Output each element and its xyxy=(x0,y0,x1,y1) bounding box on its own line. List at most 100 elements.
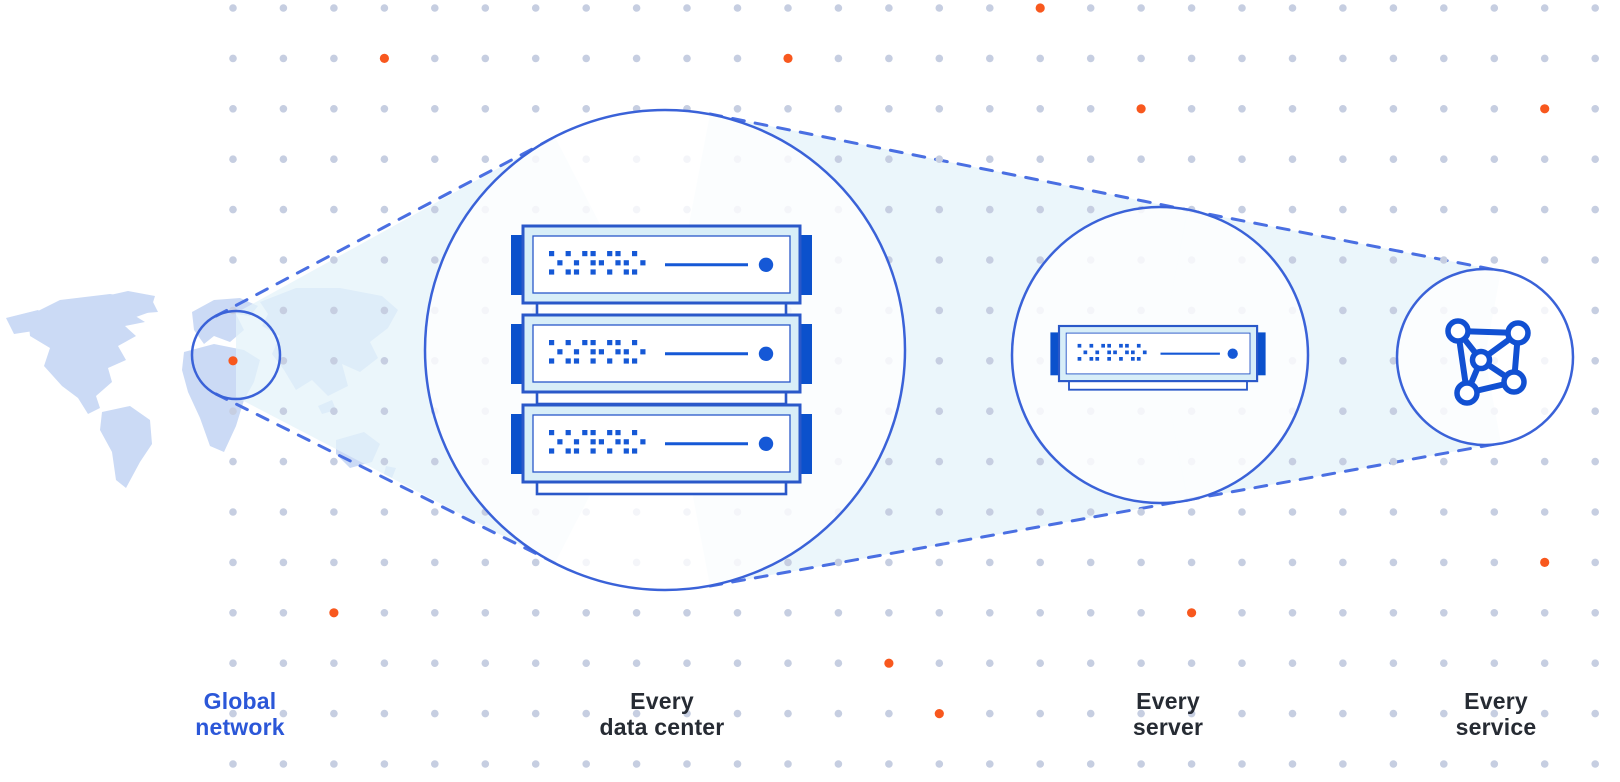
server-part xyxy=(590,340,596,346)
grid-dot xyxy=(229,407,237,416)
grid-dot xyxy=(1389,457,1398,466)
grid-dot xyxy=(1339,659,1347,667)
grid-dot xyxy=(279,256,288,264)
grid-dot xyxy=(1086,558,1095,567)
grid-dot xyxy=(1187,508,1196,516)
server-part xyxy=(535,480,788,496)
grid-dot xyxy=(380,357,389,365)
caption-line-2: network xyxy=(195,714,285,740)
grid-dot xyxy=(1187,659,1196,667)
grid-dot xyxy=(1591,4,1599,12)
grid-dot xyxy=(1036,558,1044,567)
grid-dot xyxy=(481,4,490,12)
server-part xyxy=(1142,350,1147,355)
grid-dot xyxy=(1288,54,1297,63)
grid-dot xyxy=(1490,457,1499,466)
grid-dot xyxy=(1490,4,1499,12)
grid-dot xyxy=(632,4,641,12)
grid-dot xyxy=(1137,4,1145,12)
grid-dot xyxy=(481,105,490,113)
grid-dot xyxy=(1389,155,1398,163)
grid-dot xyxy=(1591,457,1599,466)
grid-dot xyxy=(1540,508,1549,516)
grid-dot xyxy=(733,709,742,718)
grid-dot xyxy=(1339,105,1347,113)
grid-dot xyxy=(229,558,237,567)
dashed-line-bottom-2 xyxy=(708,498,1190,588)
grid-dot xyxy=(935,4,944,12)
grid-dot xyxy=(1086,709,1095,718)
grid-dot xyxy=(531,609,540,617)
grid-dot xyxy=(279,760,288,768)
grid-dot xyxy=(1036,105,1044,113)
grid-dot xyxy=(935,357,944,365)
server-part xyxy=(549,448,555,454)
grid-dot xyxy=(330,256,338,264)
grid-dot xyxy=(431,54,439,63)
grid-dot xyxy=(1339,357,1347,365)
grid-dot xyxy=(431,508,439,516)
grid-dot xyxy=(1086,205,1095,214)
grid-dot xyxy=(1238,205,1246,214)
grid-dot xyxy=(935,54,944,63)
grid-dot xyxy=(1339,54,1347,63)
grid-dot xyxy=(1288,205,1297,214)
grid-dot xyxy=(1389,205,1398,214)
grid-dot xyxy=(1490,105,1499,113)
grid-dot xyxy=(1086,4,1095,12)
server-part xyxy=(598,260,604,266)
server-part xyxy=(549,430,555,436)
server-part xyxy=(799,235,812,295)
dashed-line-top-3 xyxy=(1185,208,1503,273)
grid-dot xyxy=(1339,457,1347,466)
grid-dot xyxy=(1036,205,1044,214)
grid-dot xyxy=(279,205,288,214)
grid-dot xyxy=(935,558,944,567)
grid-dot xyxy=(431,4,439,12)
grid-dot xyxy=(834,609,843,617)
grid-dot xyxy=(1591,558,1599,567)
server-led xyxy=(758,436,774,451)
grid-dot xyxy=(1339,4,1347,12)
server-part xyxy=(565,251,571,257)
grid-dot xyxy=(1490,155,1499,163)
grid-dot xyxy=(1389,306,1398,315)
grid-dot xyxy=(531,760,540,768)
grid-dot xyxy=(531,4,540,12)
beam-dashed-lines xyxy=(214,112,1503,588)
grid-dot xyxy=(330,4,338,12)
grid-dot xyxy=(1187,155,1196,163)
grid-dot xyxy=(1389,357,1398,365)
server-part xyxy=(607,430,613,436)
grid-dot xyxy=(481,609,490,617)
grid-dot xyxy=(1339,256,1347,264)
server-part xyxy=(582,340,588,346)
server-part xyxy=(565,448,571,454)
map-north-america xyxy=(28,294,158,414)
grid-dot xyxy=(986,4,994,12)
caption-global-network: Global network xyxy=(195,688,285,740)
server-part xyxy=(607,340,613,346)
grid-dot xyxy=(279,54,288,63)
grid-dot xyxy=(1238,609,1246,617)
grid-dot xyxy=(380,609,389,617)
server-part xyxy=(573,448,580,454)
grid-dot xyxy=(481,155,490,163)
server-part xyxy=(511,235,524,295)
grid-dot xyxy=(1440,508,1448,516)
grid-dot xyxy=(935,205,944,214)
grid-dot xyxy=(229,709,237,718)
grid-dot xyxy=(733,609,742,617)
grid-dot xyxy=(330,457,338,466)
grid-dot xyxy=(1238,4,1246,12)
grid-dot xyxy=(834,54,843,63)
grid-dot xyxy=(885,609,893,617)
grid-dot xyxy=(1591,357,1599,365)
grid-dot xyxy=(632,760,641,768)
grid-dot xyxy=(1238,155,1246,163)
grid-dot xyxy=(1339,609,1347,617)
server-part xyxy=(590,358,596,364)
accent-dot xyxy=(1035,3,1045,13)
grid-dot xyxy=(935,457,944,466)
grid-dot xyxy=(279,4,288,12)
